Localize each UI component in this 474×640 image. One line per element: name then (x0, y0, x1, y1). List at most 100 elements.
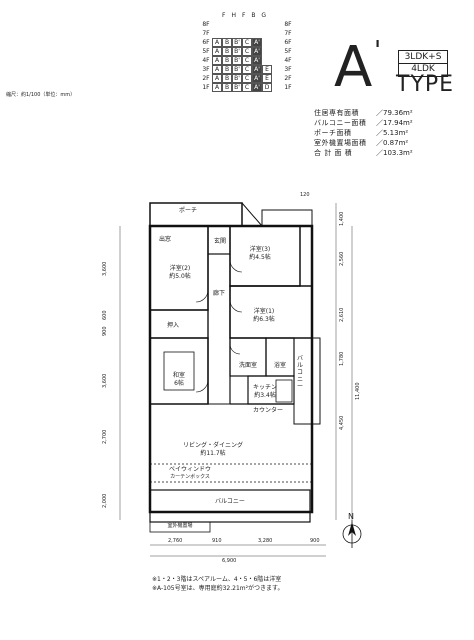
key-plan-cell: A (212, 65, 222, 74)
key-plan-cell: A (212, 74, 222, 83)
key-plan-cell: B (222, 74, 232, 83)
key-plan-cell: A (212, 83, 222, 92)
dim-bottom: 900 (310, 538, 320, 544)
type-letter: A (334, 35, 373, 100)
key-plan-cell: B' (232, 83, 242, 92)
room-bay: 出窓 (158, 236, 171, 243)
dim-bottom: 2,760 (168, 538, 183, 544)
layout-1: 3LDK+S (399, 52, 447, 64)
key-plan-cell: B' (232, 47, 242, 56)
key-plan-floor-label: 3F (202, 66, 210, 73)
room-baywindow-sub: カーテンボックス (170, 474, 210, 480)
area-label: 合 計 面 積 (314, 149, 353, 157)
key-plan-floor-label: 8F (202, 21, 210, 28)
layout-box: 3LDK+S 4LDK (398, 50, 448, 77)
area-label: 室外機置場面積 (314, 139, 367, 147)
notes: ※1・2・3階はスペアルーム、4・5・6階は洋室 ※A-105号室は、専用庭約32… (152, 575, 283, 593)
room-kitchen: キッチン (252, 384, 277, 391)
key-plan-cell: A' (252, 56, 262, 65)
key-plan-cell: A' (252, 74, 262, 83)
room-hall: 廊下 (212, 290, 225, 297)
key-plan-cell (262, 56, 272, 65)
room-living-size: 約11.7帖 (200, 450, 226, 457)
room-western2-size: 約5.0帖 (169, 273, 191, 280)
key-plan-floor-label-right: 2F (284, 75, 292, 82)
dim-bottom-total: 6,900 (222, 558, 237, 564)
key-plan-cell (232, 29, 242, 38)
room-balcony: バルコニー (215, 498, 245, 505)
key-plan-cell: C (242, 56, 252, 65)
key-plan-cell (252, 20, 262, 29)
key-plan-cell: B' (232, 56, 242, 65)
room-washitsu-size: 6帖 (174, 380, 184, 387)
room-western1: 洋室(1) (253, 308, 275, 315)
key-plan-cell: B' (232, 74, 242, 83)
key-plan-cell: A' (252, 47, 262, 56)
key-plan-cell (262, 20, 272, 29)
area-label: ポーチ面積 (314, 129, 352, 137)
key-plan-cell: B (222, 38, 232, 47)
room-porch: ポーチ (178, 207, 197, 214)
key-plan-cell: C (242, 83, 252, 92)
north-arrow-icon (348, 522, 356, 536)
key-plan-cell (212, 20, 222, 29)
area-label: バルコニー面積 (314, 119, 367, 127)
key-plan-cell: C (242, 38, 252, 47)
key-plan-cell: B (222, 65, 232, 74)
room-genkan: 玄関 (213, 238, 226, 245)
key-plan-cell: B' (232, 38, 242, 47)
dim-bottom: 910 (212, 538, 222, 544)
room-bath: 浴室 (273, 362, 286, 369)
type-word: TYPE (396, 72, 455, 97)
area-row: 室外機置場面積／0.87m² (314, 138, 413, 148)
key-plan-cell: B (222, 56, 232, 65)
key-plan-cell (272, 56, 282, 65)
dim-left: 3,600 (102, 261, 108, 276)
room-oshiire: 押入 (166, 322, 179, 329)
key-plan-cell (222, 29, 232, 38)
area-row: 住居専有面積／79.36m² (314, 108, 413, 118)
note-line: ※A-105号室は、専用庭約32.21m²がつきます。 (152, 585, 284, 592)
key-plan-cell (272, 38, 282, 47)
dim-right: 1,780 (339, 351, 345, 366)
key-plan-cell: B (222, 47, 232, 56)
dim-left: 600 (102, 310, 108, 320)
key-plan-cell: A' (252, 65, 262, 74)
key-plan-cell: B' (232, 65, 242, 74)
area-row: ポーチ面積／5.13m² (314, 128, 413, 138)
key-plan-floor-label-right: 3F (284, 66, 292, 73)
layout-2: 4LDK (411, 64, 435, 74)
dim-right: 4,450 (339, 415, 345, 430)
key-plan-floor-label-right: 4F (284, 57, 292, 64)
area-value: ／103.3m² (376, 149, 413, 157)
key-plan-floor-label: 5F (202, 48, 210, 55)
dim-right: 2,560 (339, 251, 345, 266)
area-label: 住居専有面積 (314, 109, 359, 117)
room-western2: 洋室(2) (169, 265, 191, 272)
room-western3: 洋室(3) (249, 246, 271, 253)
key-plan-cell (272, 74, 282, 83)
scale-note: 縮尺：約1/100（単位：mm） (6, 92, 76, 98)
dim-top: 120 (300, 192, 310, 198)
room-western1-size: 約6.3帖 (253, 316, 275, 323)
key-plan-cell: A (212, 38, 222, 47)
key-plan-floor-label-right: 7F (284, 30, 292, 37)
room-senmenjo: 洗面室 (238, 362, 257, 369)
key-plan-cell: C (242, 47, 252, 56)
key-plan-cell (212, 29, 222, 38)
note-line: ※1・2・3階はスペアルーム、4・5・6階は洋室 (152, 576, 282, 583)
room-outdoor-unit: 室外機置場 (167, 523, 193, 529)
dim-right: 1,400 (339, 211, 345, 226)
key-plan-cell: A (212, 47, 222, 56)
dim-left: 2,700 (102, 429, 108, 444)
key-plan-floor-label-right: 6F (284, 39, 292, 46)
dim-left: 3,600 (102, 373, 108, 388)
